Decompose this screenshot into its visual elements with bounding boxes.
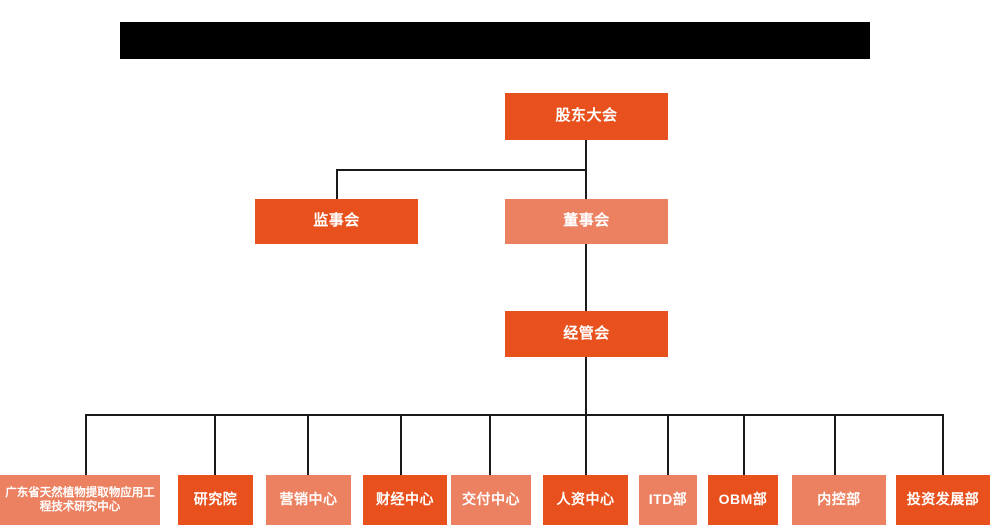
connector-to-supervisors bbox=[336, 169, 338, 200]
node-obm-department[interactable]: OBM部 bbox=[708, 475, 778, 525]
node-marketing-center[interactable]: 营销中心 bbox=[266, 475, 351, 525]
connector-drop-marketing-center bbox=[307, 414, 309, 475]
redacted-title-bar bbox=[120, 22, 870, 59]
connector-drop-itd-department bbox=[667, 414, 669, 475]
node-hr-center[interactable]: 人资中心 bbox=[543, 475, 628, 525]
node-board-of-directors[interactable]: 董事会 bbox=[505, 199, 668, 244]
node-investment-development-department[interactable]: 投资发展部 bbox=[896, 475, 990, 525]
connector-drop-guangdong-research-center bbox=[85, 414, 87, 475]
connector-level2-bus bbox=[336, 169, 587, 171]
connector-drop-hr-center bbox=[585, 414, 587, 475]
node-delivery-center[interactable]: 交付中心 bbox=[451, 475, 531, 525]
node-internal-control-department[interactable]: 内控部 bbox=[792, 475, 886, 525]
node-management-committee[interactable]: 经管会 bbox=[505, 311, 668, 357]
node-guangdong-research-center[interactable]: 广东省天然植物提取物应用工程技术研究中心 bbox=[0, 475, 160, 525]
connector-shareholders-down bbox=[585, 139, 587, 171]
node-board-of-supervisors[interactable]: 监事会 bbox=[255, 199, 418, 244]
node-research-institute[interactable]: 研究院 bbox=[178, 475, 253, 525]
connector-departments-bus bbox=[85, 414, 944, 416]
node-itd-department[interactable]: ITD部 bbox=[639, 475, 697, 525]
connector-management-down bbox=[585, 357, 587, 415]
connector-drop-finance-center bbox=[400, 414, 402, 475]
connector-drop-investment-development-department bbox=[942, 414, 944, 475]
connector-drop-research-institute bbox=[214, 414, 216, 475]
connector-to-directors bbox=[585, 169, 587, 200]
node-shareholders-meeting[interactable]: 股东大会 bbox=[505, 93, 668, 140]
connector-drop-obm-department bbox=[743, 414, 745, 475]
node-finance-center[interactable]: 财经中心 bbox=[363, 475, 447, 525]
connector-drop-delivery-center bbox=[489, 414, 491, 475]
connector-directors-to-management bbox=[585, 244, 587, 311]
connector-drop-internal-control-department bbox=[834, 414, 836, 475]
